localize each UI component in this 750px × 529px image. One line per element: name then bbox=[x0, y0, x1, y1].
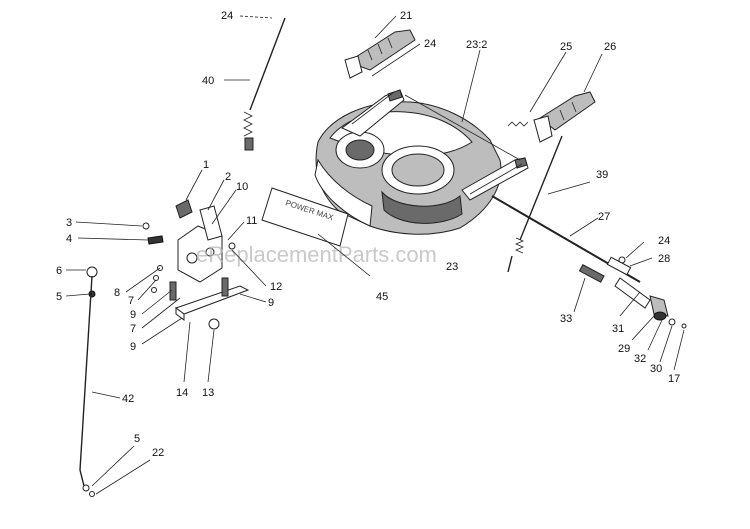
callout-labels: 24 21 24 40 23:2 25 26 1 2 10 39 3 4 11 … bbox=[56, 10, 680, 459]
callout-29: 29 bbox=[618, 343, 630, 355]
callout-10: 10 bbox=[236, 181, 248, 193]
callout-1: 1 bbox=[203, 159, 209, 171]
callout-5a: 5 bbox=[56, 291, 62, 303]
callout-9c: 9 bbox=[130, 341, 136, 353]
callout-5b: 5 bbox=[134, 433, 140, 445]
shaft-hardware bbox=[578, 256, 687, 329]
callout-24c: 24 bbox=[658, 235, 670, 247]
cross-rod bbox=[404, 94, 521, 161]
handle-bracket-left bbox=[341, 89, 405, 137]
left-hand-grip bbox=[344, 29, 416, 79]
control-rod-right bbox=[507, 135, 563, 273]
callout-24a: 24 bbox=[221, 10, 233, 22]
callout-32: 32 bbox=[634, 353, 646, 365]
callout-45: 45 bbox=[376, 291, 388, 303]
callout-8: 8 bbox=[114, 287, 120, 299]
callout-25: 25 bbox=[560, 41, 572, 53]
callout-4: 4 bbox=[66, 233, 72, 245]
callout-33: 33 bbox=[560, 313, 572, 325]
slide-bracket bbox=[169, 277, 250, 330]
callout-31: 31 bbox=[612, 323, 624, 335]
callout-40: 40 bbox=[202, 75, 214, 87]
callout-9a: 9 bbox=[130, 309, 136, 321]
handle-bracket-right bbox=[461, 157, 529, 201]
callout-22: 22 bbox=[152, 447, 164, 459]
watermark: eReplacementParts.com bbox=[196, 242, 437, 267]
chute-housing bbox=[314, 101, 502, 235]
callout-30: 30 bbox=[650, 363, 662, 375]
control-rod-left bbox=[243, 17, 286, 151]
callout-6: 6 bbox=[56, 265, 62, 277]
callout-23: 23 bbox=[446, 261, 458, 273]
callout-13: 13 bbox=[202, 387, 214, 399]
callout-9b: 9 bbox=[268, 297, 274, 309]
shift-bracket bbox=[175, 199, 236, 283]
callout-39: 39 bbox=[596, 169, 608, 181]
leader-lines bbox=[65, 15, 685, 495]
callout-12: 12 bbox=[270, 281, 282, 293]
callout-28: 28 bbox=[658, 253, 670, 265]
callout-3: 3 bbox=[66, 217, 72, 229]
callout-21: 21 bbox=[400, 10, 412, 22]
callout-2: 2 bbox=[225, 171, 231, 183]
callout-42: 42 bbox=[122, 393, 134, 405]
callout-7b: 7 bbox=[130, 323, 136, 335]
right-hand-grip bbox=[533, 91, 596, 143]
spring bbox=[507, 121, 529, 127]
callout-7a: 7 bbox=[128, 295, 134, 307]
callout-23-2: 23:2 bbox=[466, 39, 487, 51]
callout-26: 26 bbox=[604, 41, 616, 53]
shift-rod bbox=[79, 275, 95, 497]
callout-24b: 24 bbox=[424, 38, 436, 50]
callout-11: 11 bbox=[246, 215, 257, 227]
callout-27: 27 bbox=[598, 211, 610, 223]
callout-14: 14 bbox=[176, 387, 188, 399]
callout-17: 17 bbox=[668, 373, 680, 385]
small-hardware bbox=[86, 222, 164, 298]
